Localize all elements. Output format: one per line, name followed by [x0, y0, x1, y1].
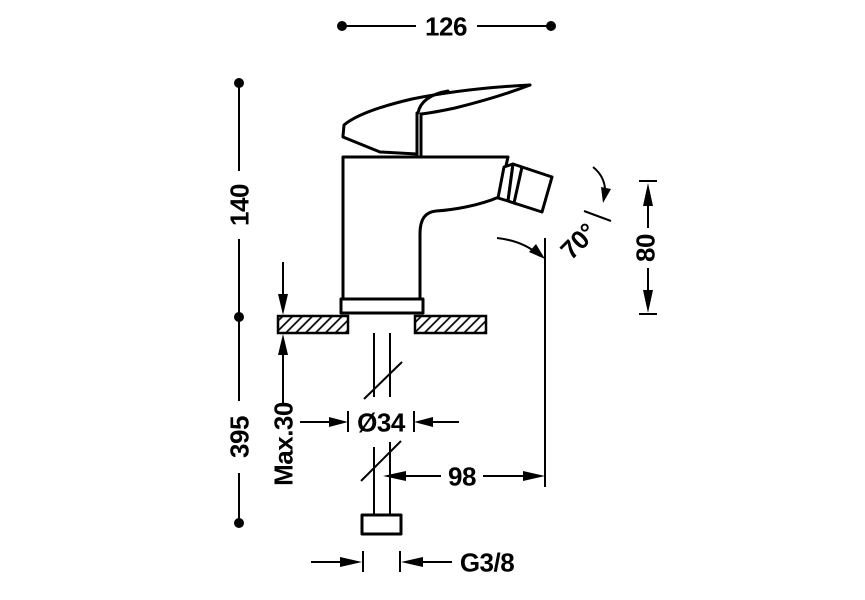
- angle-tick: [583, 210, 612, 222]
- total-width-label: 126: [425, 11, 467, 41]
- outlet-reach-label: 98: [448, 461, 476, 491]
- dim-total-width: 126: [337, 11, 556, 41]
- aerator-nozzle: [496, 162, 554, 214]
- thread-size-label: G3/8: [460, 547, 514, 577]
- dim-left-column: 140 395: [224, 78, 254, 528]
- dim-max-deck-thickness: Max.30: [268, 262, 298, 486]
- body-outline: [341, 155, 510, 301]
- arrowhead-down: [278, 294, 288, 315]
- dim-outlet-reach: 98: [383, 461, 545, 491]
- arrowhead-down: [601, 187, 611, 203]
- countertop-right-section: [413, 314, 488, 335]
- arrowhead-left: [383, 471, 406, 481]
- below-deck-length-label: 395: [224, 416, 254, 458]
- arrowhead-down: [643, 290, 653, 313]
- spout-underside: [418, 195, 501, 300]
- arrowhead-up: [643, 183, 653, 206]
- handle-neck: [415, 111, 423, 157]
- arrowhead-left: [401, 557, 423, 567]
- handle-base-bottom: [341, 135, 419, 156]
- dim-outlet-height: 80: [630, 180, 660, 315]
- arrowhead-right: [329, 417, 348, 427]
- arrowhead-right: [523, 471, 545, 481]
- break-mark-upper: [363, 361, 403, 400]
- spout-angle-label: 70°: [554, 217, 602, 265]
- max-deck-thickness-label: Max.30: [268, 402, 298, 486]
- arrowhead-left: [414, 417, 433, 427]
- base-flange: [339, 297, 425, 315]
- arrowhead-up: [278, 334, 288, 355]
- aerator-body: [512, 165, 554, 214]
- handle-inner-curve: [416, 89, 450, 115]
- dim-hole-diameter: Ø34: [300, 407, 459, 437]
- outlet-height-label: 80: [630, 234, 660, 262]
- supply-shank: [360, 333, 403, 536]
- lever-handle: [341, 83, 532, 157]
- countertop: [276, 314, 488, 335]
- faucet-outline: [339, 83, 554, 536]
- break-mark-lower: [360, 440, 402, 482]
- handle-top-curve: [341, 83, 532, 138]
- arrowhead-right: [340, 557, 362, 567]
- thread-connector: [360, 513, 403, 536]
- dim-thread-size: G3/8: [311, 547, 515, 577]
- hole-diameter-label: Ø34: [357, 407, 406, 437]
- dim-spout-angle: 70°: [496, 166, 612, 487]
- countertop-left-section: [276, 314, 350, 335]
- body-height-label: 140: [224, 184, 254, 226]
- arrowhead-right: [529, 244, 545, 259]
- handle-blade-bottom: [419, 83, 532, 116]
